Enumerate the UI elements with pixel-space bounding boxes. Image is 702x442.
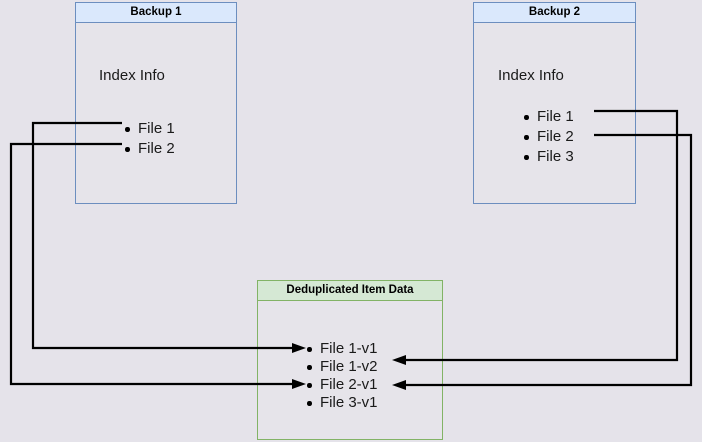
list-item-label: File 1-v2: [320, 358, 378, 375]
list-item-label: File 3: [537, 148, 574, 165]
bullet-icon: [524, 115, 529, 120]
dedup-file-list: File 1-v1 File 1-v2 File 2-v1 File 3-v1: [306, 340, 378, 412]
bullet-icon: [307, 383, 312, 388]
backup-2-title: Backup 2: [474, 3, 635, 23]
bullet-icon: [524, 155, 529, 160]
bullet-icon: [307, 401, 312, 406]
list-item-label: File 1-v1: [320, 340, 378, 357]
backup-1-title: Backup 1: [76, 3, 236, 23]
list-item[interactable]: File 1: [124, 120, 175, 138]
list-item[interactable]: File 1: [523, 108, 574, 126]
list-item-label: File 2: [537, 128, 574, 145]
bullet-icon: [524, 135, 529, 140]
list-item[interactable]: File 1-v1: [306, 340, 378, 358]
backup-2-file-list: File 1 File 2 File 3: [523, 108, 574, 166]
list-item-label: File 2-v1: [320, 376, 378, 393]
backup-2-body: Index Info File 1 File 2 File 3: [474, 23, 635, 203]
backup-1-file-list: File 1 File 2: [124, 120, 175, 158]
backup-1-box[interactable]: Backup 1 Index Info File 1 File 2: [75, 2, 237, 204]
backup-2-index-info-label: Index Info: [498, 67, 564, 84]
backup-1-body: Index Info File 1 File 2: [76, 23, 236, 203]
list-item-label: File 1: [138, 120, 175, 137]
list-item-label: File 2: [138, 140, 175, 157]
list-item[interactable]: File 2: [124, 140, 175, 158]
list-item-label: File 3-v1: [320, 394, 378, 411]
backup-2-box[interactable]: Backup 2 Index Info File 1 File 2 File 3: [473, 2, 636, 204]
backup-1-index-info-label: Index Info: [99, 67, 165, 84]
bullet-icon: [125, 127, 130, 132]
list-item[interactable]: File 2-v1: [306, 376, 378, 394]
list-item[interactable]: File 1-v2: [306, 358, 378, 376]
list-item[interactable]: File 2: [523, 128, 574, 146]
deduplicated-item-data-box[interactable]: Deduplicated Item Data File 1-v1 File 1-…: [257, 280, 443, 440]
bullet-icon: [307, 365, 312, 370]
bullet-icon: [125, 147, 130, 152]
list-item[interactable]: File 3-v1: [306, 394, 378, 412]
deduplicated-item-data-title: Deduplicated Item Data: [258, 281, 442, 301]
deduplicated-item-data-body: File 1-v1 File 1-v2 File 2-v1 File 3-v1: [258, 301, 442, 439]
list-item[interactable]: File 3: [523, 148, 574, 166]
list-item-label: File 1: [537, 108, 574, 125]
bullet-icon: [307, 347, 312, 352]
